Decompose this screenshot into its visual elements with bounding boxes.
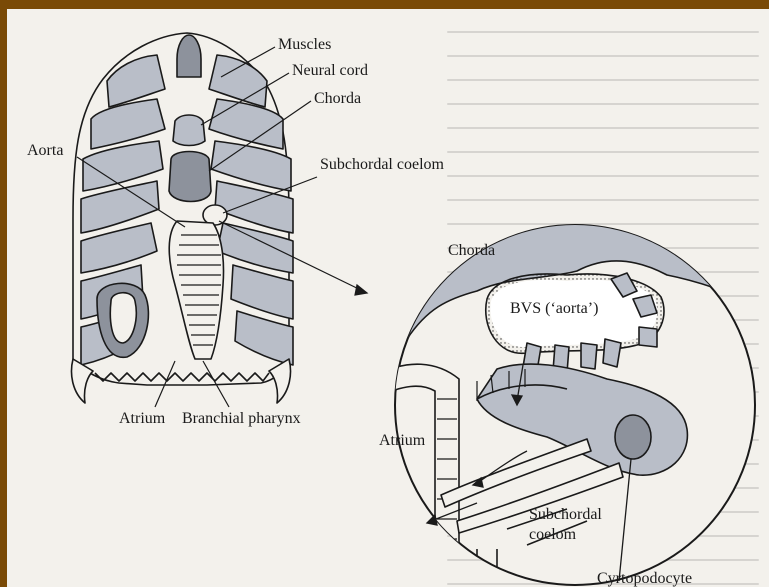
neural-cord xyxy=(173,115,205,146)
inset-label-chorda: Chorda xyxy=(448,243,495,259)
inset-label-atrium: Atrium xyxy=(379,433,425,449)
label-cyrtopodocyte: Cyrtopodocyte xyxy=(597,571,692,587)
dorsal-fin xyxy=(177,35,201,77)
chorda xyxy=(169,152,211,202)
label-aorta: Aorta xyxy=(27,143,63,159)
label-subchordal-coelom: Subchordal coelom xyxy=(320,157,444,173)
label-muscles: Muscles xyxy=(278,37,331,53)
figure-page: Muscles Neural cord Chorda Aorta Subchor… xyxy=(7,9,769,587)
label-chorda: Chorda xyxy=(314,91,361,107)
inset-subchordal-coelom xyxy=(615,415,651,459)
label-atrium: Atrium xyxy=(119,411,165,427)
label-branchial-pharynx: Branchial pharynx xyxy=(182,411,301,427)
cross-section xyxy=(72,33,294,403)
inset-label-bvs: BVS (‘aorta’) xyxy=(510,301,598,317)
amphioxus-diagram xyxy=(7,9,769,587)
label-neural-cord: Neural cord xyxy=(292,63,368,79)
inset-label-subchordal-coelom: Subchordal coelom xyxy=(529,505,602,545)
